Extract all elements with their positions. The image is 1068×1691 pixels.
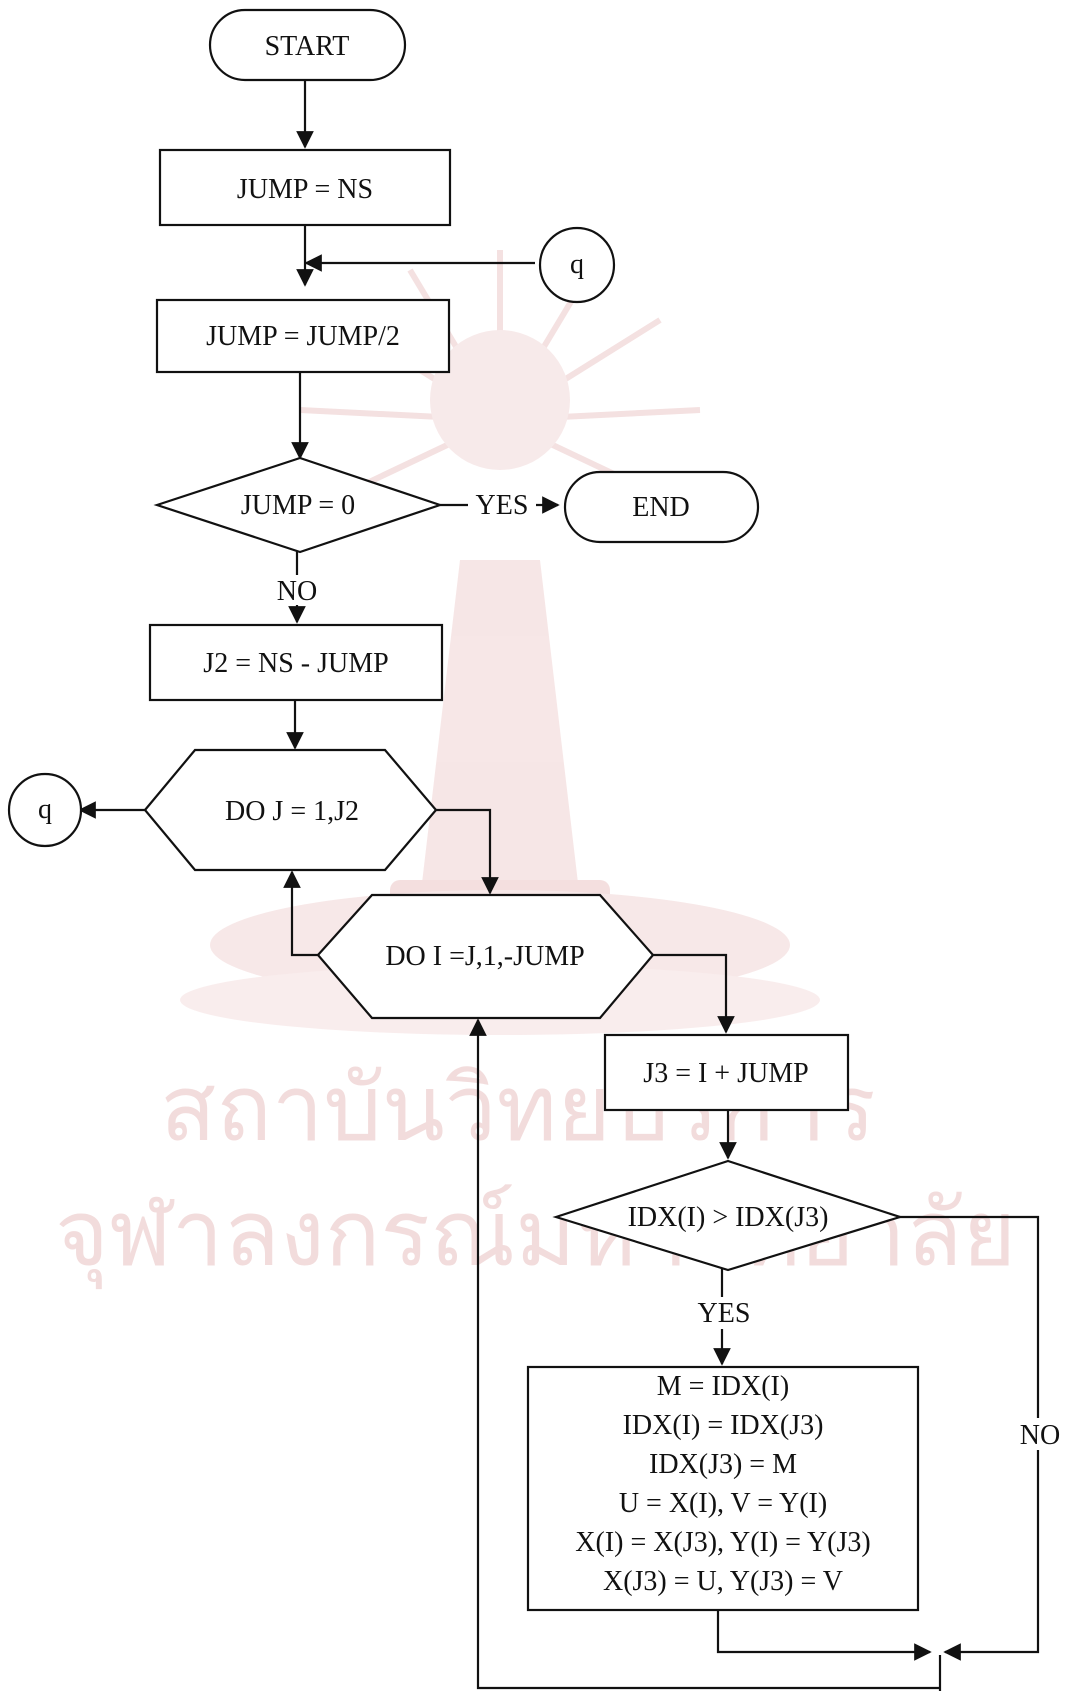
j3-box	[603, 1033, 850, 1112]
swap-line: IDX(I) = IDX(J3)	[623, 1410, 824, 1441]
start-label: START	[265, 31, 350, 62]
no-label-2: NO	[1020, 1420, 1060, 1451]
yes-label-2: YES	[698, 1298, 751, 1329]
jump-zero-label: JUMP = 0	[241, 490, 355, 521]
connector-q-out-label: q	[38, 794, 52, 825]
jump-zero-decision	[153, 456, 444, 554]
yes-label-2-bg	[690, 1297, 758, 1329]
end-terminal	[563, 470, 760, 544]
yes-label-1: YES	[476, 490, 529, 521]
swap-line: M = IDX(I)	[657, 1371, 789, 1402]
swap-box	[526, 1365, 920, 1612]
swap-line: X(J3) = U, Y(J3) = V	[603, 1566, 843, 1597]
connector-q-out	[7, 772, 83, 848]
loop-j-label: DO J = 1,J2	[225, 796, 359, 827]
compare-decision	[552, 1159, 904, 1272]
no-label-2-bg	[1010, 1418, 1068, 1450]
end-label: END	[632, 492, 690, 523]
start-terminal	[208, 8, 407, 82]
halve-jump-box	[155, 298, 451, 374]
halve-jump-label: JUMP = JUMP/2	[206, 321, 400, 352]
swap-line: U = X(I), V = Y(I)	[619, 1488, 827, 1519]
swap-lines: M = IDX(I) IDX(I) = IDX(J3) IDX(J3) = M …	[575, 1371, 870, 1597]
connector-q-in	[538, 226, 616, 304]
no-label-1: NO	[277, 576, 317, 607]
compare-label: IDX(I) > IDX(J3)	[628, 1202, 829, 1233]
swap-line: X(I) = X(J3), Y(I) = Y(J3)	[575, 1527, 870, 1558]
loop-i-hexagon	[316, 893, 655, 1020]
init-jump-label: JUMP = NS	[237, 174, 373, 205]
j3-label: J3 = I + JUMP	[643, 1058, 808, 1089]
swap-line: IDX(J3) = M	[649, 1449, 797, 1480]
yes-label-bg	[468, 488, 536, 520]
connector-q-in-label: q	[570, 249, 584, 280]
loop-j-hexagon	[143, 748, 438, 872]
loop-i-label: DO I =J,1,-JUMP	[385, 941, 584, 972]
watermark-line2: จุฬาลงกรณ์มหาวิทยาลัย	[55, 1180, 1016, 1290]
j2-box	[148, 623, 444, 702]
no-label-bg	[270, 575, 328, 605]
j2-label: J2 = NS - JUMP	[203, 648, 388, 679]
init-jump-box	[158, 148, 452, 227]
